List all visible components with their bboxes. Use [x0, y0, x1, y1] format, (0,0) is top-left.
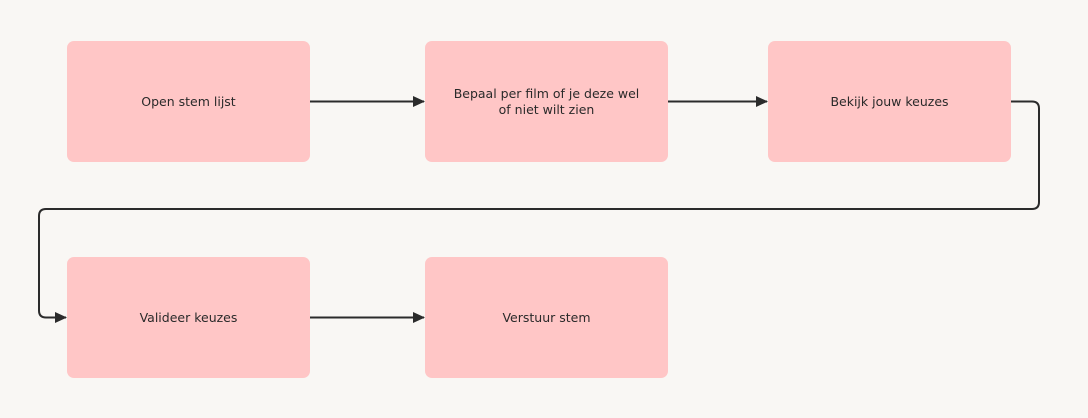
node-valideer-keuzes[interactable]: Valideer keuzes: [67, 257, 310, 378]
node-open-stem-lijst[interactable]: Open stem lijst: [67, 41, 310, 162]
node-label: Bepaal per film of je deze wel of niet w…: [453, 85, 640, 117]
node-bepaal-per-film[interactable]: Bepaal per film of je deze wel of niet w…: [425, 41, 668, 162]
node-label: Valideer keuzes: [139, 309, 238, 325]
node-label: Bekijk jouw keuzes: [830, 93, 949, 109]
node-label: Open stem lijst: [141, 93, 236, 109]
edge-bekijk-to-valideer: [38, 100, 1040, 323]
node-verstuur-stem[interactable]: Verstuur stem: [425, 257, 668, 378]
node-label: Verstuur stem: [502, 309, 591, 325]
node-bekijk-keuzes[interactable]: Bekijk jouw keuzes: [768, 41, 1011, 162]
